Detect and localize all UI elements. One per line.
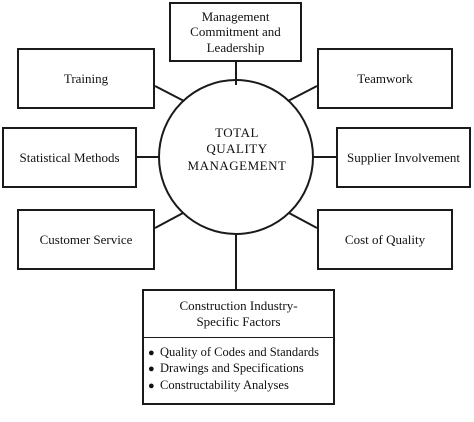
training-box: Training xyxy=(17,48,155,109)
connector-training xyxy=(154,85,185,102)
customer-service-label: Customer Service xyxy=(39,231,133,247)
cost-of-quality-box: Cost of Quality xyxy=(317,209,453,270)
list-item-text: Quality of Codes and Standards xyxy=(160,345,320,359)
tqm-center-label: TOTAL QUALITY MANAGEMENT xyxy=(175,125,299,174)
center-line-1: TOTAL xyxy=(215,125,259,140)
supplier-involvement-box: Supplier Involvement xyxy=(336,127,471,188)
bullet-icon: ● xyxy=(148,347,155,359)
management-line-1: Management xyxy=(201,8,270,24)
supplier-involvement-label: Supplier Involvement xyxy=(346,149,460,165)
list-item-text: Drawings and Specifications xyxy=(160,361,304,376)
training-label: Training xyxy=(63,70,109,86)
connector-customer xyxy=(154,212,184,229)
construction-factors-title: Construction Industry- Specific Factors xyxy=(144,291,333,338)
connector-teamwork xyxy=(287,85,318,102)
management-box: Management Commitment and Leadership xyxy=(169,2,302,62)
tqm-circle xyxy=(158,79,314,235)
statistical-methods-box: Statistical Methods xyxy=(2,127,137,188)
bullet-icon: ● xyxy=(148,363,155,376)
list-item: ● Drawings and Specifications xyxy=(148,360,333,376)
statistical-methods-label: Statistical Methods xyxy=(19,149,120,165)
center-line-3: MANAGEMENT xyxy=(187,157,287,173)
teamwork-label: Teamwork xyxy=(357,70,413,86)
management-line-3: Leadership xyxy=(206,39,265,55)
list-item-text: Constructability Analyses xyxy=(160,377,289,392)
cost-of-quality-label: Cost of Quality xyxy=(344,231,426,247)
construction-title-line-1: Construction Industry- xyxy=(179,298,298,314)
management-line-2: Commitment and xyxy=(190,24,281,40)
construction-factors-box: Construction Industry- Specific Factors … xyxy=(142,289,335,405)
center-line-2: QUALITY xyxy=(206,141,268,157)
list-item: ● Constructability Analyses xyxy=(148,377,333,393)
customer-service-box: Customer Service xyxy=(17,209,155,270)
bullet-icon: ● xyxy=(148,379,155,392)
list-item: ● Quality of Codes and Standards xyxy=(148,344,333,360)
construction-factors-list: ● Quality of Codes and Standards ● Drawing… xyxy=(144,338,333,393)
connector-cost xyxy=(288,212,318,229)
construction-title-line-2: Specific Factors xyxy=(196,314,281,329)
teamwork-box: Teamwork xyxy=(317,48,453,109)
